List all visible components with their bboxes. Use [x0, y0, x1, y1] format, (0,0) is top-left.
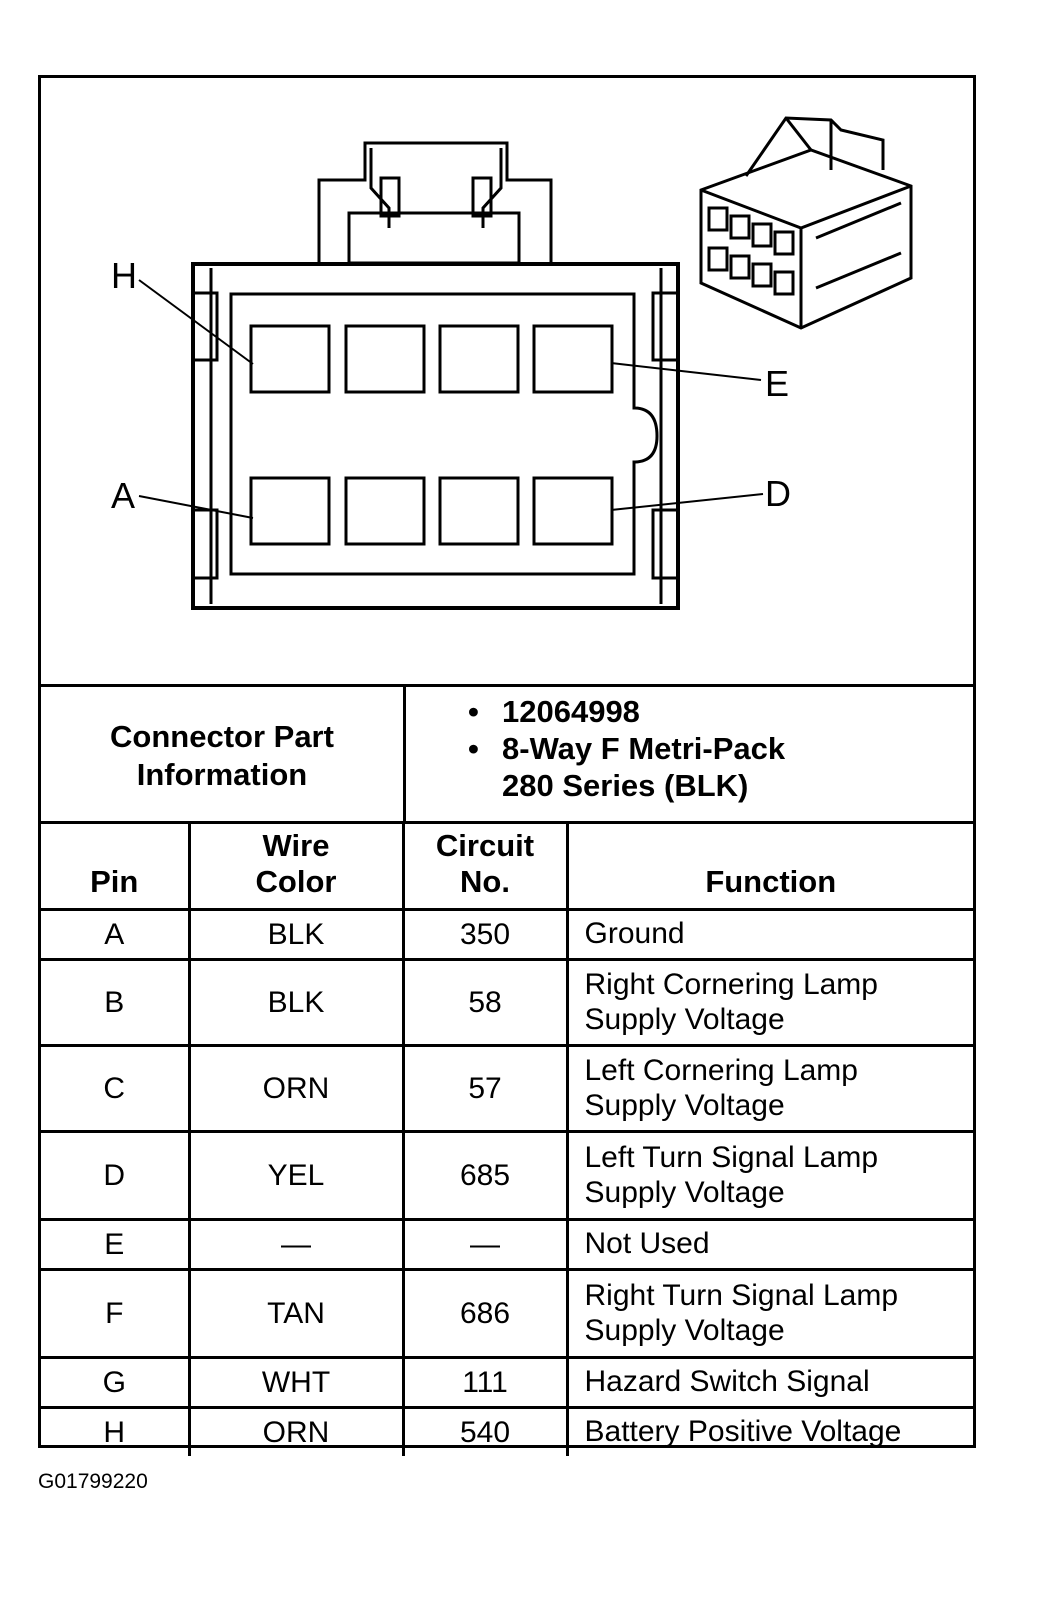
- connector-face-drawing: [138, 116, 913, 610]
- cell-circuit: 58: [401, 958, 569, 1047]
- cell-circuit: 111: [401, 1356, 569, 1409]
- part-number: 12064998: [502, 694, 640, 729]
- info-label-line1: Connector Part: [110, 718, 334, 754]
- table-row: E — — Not Used: [41, 1218, 973, 1271]
- part-number-item: • 12064998: [468, 693, 973, 730]
- cell-function: Battery Positive Voltage: [565, 1406, 973, 1456]
- cell-wire-color: YEL: [187, 1130, 405, 1221]
- pin-label-h: H: [111, 255, 137, 296]
- cell-circuit: 685: [401, 1130, 569, 1221]
- connector-figure-frame: H E A D Connector Part Information • 120…: [38, 75, 979, 1456]
- header-pin: Pin: [41, 821, 191, 911]
- cell-pin: G: [41, 1356, 191, 1409]
- pinout-table-header: Pin Wire Color Circuit No. Function: [41, 821, 973, 911]
- cell-circuit: 686: [401, 1268, 569, 1359]
- table-row: A BLK 350 Ground: [41, 908, 973, 961]
- header-function: Function: [565, 821, 973, 911]
- cell-pin: D: [41, 1130, 191, 1221]
- cell-pin: C: [41, 1044, 191, 1133]
- cell-pin: F: [41, 1268, 191, 1359]
- cell-wire-color: BLK: [187, 908, 405, 961]
- description-line2: 280 Series (BLK): [502, 768, 749, 803]
- figure-id: G01799220: [38, 1470, 148, 1493]
- cell-wire-color: TAN: [187, 1268, 405, 1359]
- cell-wire-color: —: [187, 1218, 405, 1271]
- cell-pin: A: [41, 908, 191, 961]
- pin-label-e: E: [765, 363, 790, 404]
- connector-part-info-label: Connector Part Information: [41, 687, 406, 824]
- table-row: G WHT 111 Hazard Switch Signal: [41, 1356, 973, 1409]
- cell-wire-color: BLK: [187, 958, 405, 1047]
- cell-wire-color: ORN: [187, 1044, 405, 1133]
- connector-part-info-values: • 12064998 • 8-Way F Metri-Pack 280 Seri…: [406, 687, 973, 824]
- cell-wire-color: WHT: [187, 1356, 405, 1409]
- description-line1: 8-Way F Metri-Pack: [502, 731, 786, 766]
- connector-diagram: H E A D: [41, 78, 979, 684]
- info-label-line2: Information: [136, 756, 308, 792]
- connector-part-info: Connector Part Information • 12064998 • …: [41, 684, 973, 824]
- cell-pin: H: [41, 1406, 191, 1456]
- cell-function: Not Used: [565, 1218, 973, 1271]
- pin-label-d: D: [765, 473, 791, 514]
- header-wire-color: Wire Color: [187, 821, 405, 911]
- pinout-table: Pin Wire Color Circuit No. Function A BL…: [41, 821, 973, 1456]
- cell-function: Hazard Switch Signal: [565, 1356, 973, 1409]
- cell-circuit: 540: [401, 1406, 569, 1456]
- header-circuit-no: Circuit No.: [401, 821, 569, 911]
- cell-pin: B: [41, 958, 191, 1047]
- bullet-icon: •: [468, 694, 479, 729]
- cell-pin: E: [41, 1218, 191, 1271]
- table-row: H ORN 540 Battery Positive Voltage: [41, 1406, 973, 1456]
- connector-isometric-icon: [699, 116, 913, 330]
- pin-label-a: A: [111, 475, 136, 516]
- cell-wire-color: ORN: [187, 1406, 405, 1456]
- cell-circuit: —: [401, 1218, 569, 1271]
- cell-circuit: 350: [401, 908, 569, 961]
- cell-function: Ground: [565, 908, 973, 961]
- description-item: • 8-Way F Metri-Pack 280 Series (BLK): [468, 730, 973, 804]
- bullet-icon: •: [468, 731, 479, 766]
- cell-circuit: 57: [401, 1044, 569, 1133]
